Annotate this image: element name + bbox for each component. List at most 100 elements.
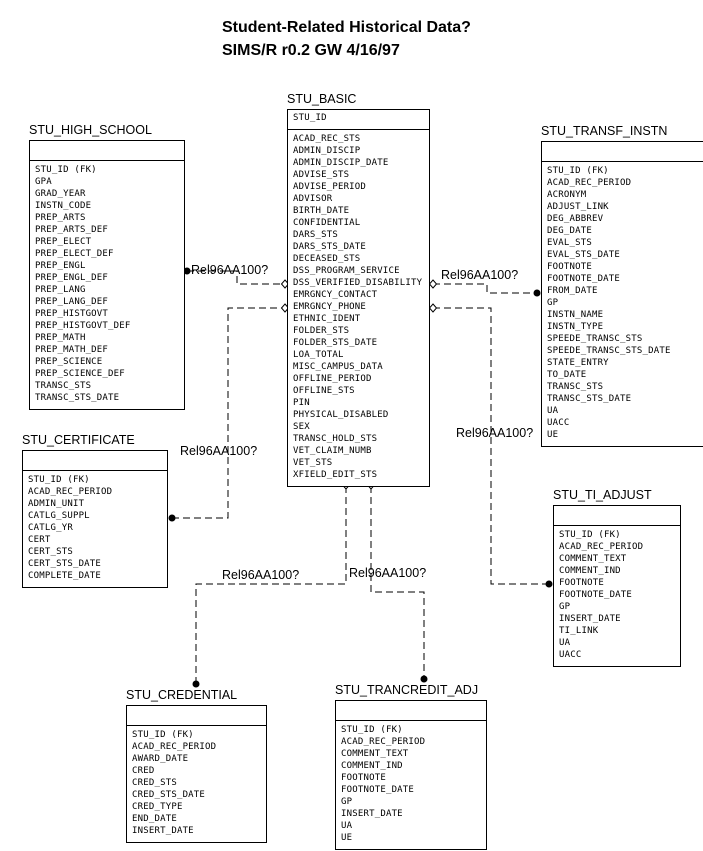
- attribute: CRED: [132, 766, 155, 776]
- attribute: FOOTNOTE: [559, 578, 604, 588]
- attribute: PHYSICAL_DISABLED: [293, 410, 389, 420]
- attribute: CATLG_SUPPL: [28, 511, 90, 521]
- attribute: CERT_STS_DATE: [28, 559, 102, 569]
- attribute: GP: [547, 298, 559, 308]
- attribute: STU_ID (FK): [28, 475, 90, 485]
- attribute: UA: [341, 821, 353, 831]
- entity-name: STU_CERTIFICATE: [22, 433, 135, 447]
- attribute: COMMENT_TEXT: [559, 554, 627, 564]
- primary-key: STU_ID: [293, 113, 327, 123]
- attribute: MISC_CAMPUS_DATA: [293, 362, 383, 372]
- attribute: PREP_SCIENCE_DEF: [35, 369, 125, 379]
- attribute: CRED_TYPE: [132, 802, 183, 812]
- attribute: ADVISE_STS: [293, 170, 350, 180]
- attribute: SPEEDE_TRANSC_STS_DATE: [547, 346, 671, 356]
- attribute: ACAD_REC_PERIOD: [559, 542, 644, 552]
- attribute: ETHNIC_IDENT: [293, 314, 361, 324]
- optional-diamond: [428, 279, 438, 289]
- attribute: LOA_TOTAL: [293, 350, 344, 360]
- attribute: GPA: [35, 177, 52, 187]
- attribute: VET_CLAIM_NUMB: [293, 446, 372, 456]
- attribute: OFFLINE_PERIOD: [293, 374, 372, 384]
- attribute: PREP_HISTGOVT: [35, 309, 109, 319]
- attribute: CATLG_YR: [28, 523, 73, 533]
- attribute: PREP_HISTGOVT_DEF: [35, 321, 131, 331]
- attribute: PREP_ENGL_DEF: [35, 273, 109, 283]
- attribute: FOOTNOTE_DATE: [547, 274, 621, 284]
- attribute: GP: [341, 797, 353, 807]
- attribute: ACAD_REC_PERIOD: [341, 737, 426, 747]
- attribute: FOLDER_STS: [293, 326, 350, 336]
- attribute: FOOTNOTE: [547, 262, 592, 272]
- diagram-title: Student-Related Historical Data?: [222, 19, 471, 36]
- entity-key-section: [554, 506, 680, 526]
- attribute: TRANSC_STS_DATE: [547, 394, 632, 404]
- attribute: ACAD_REC_PERIOD: [132, 742, 217, 752]
- relationship-label: Rel96AA100?: [456, 426, 534, 440]
- attribute: SPEEDE_TRANSC_STS: [547, 334, 643, 344]
- attribute: ADMIN_UNIT: [28, 499, 85, 509]
- attribute: DSS_VERIFIED_DISABILITY: [293, 278, 423, 288]
- attribute: CRED_STS: [132, 778, 177, 788]
- relationship-label: Rel96AA100?: [441, 268, 519, 282]
- entity-box: STU_ID (FK) ACAD_REC_PERIOD COMMENT_TEXT CO…: [553, 505, 681, 667]
- attribute: FOOTNOTE_DATE: [341, 785, 415, 795]
- attribute: DEG_DATE: [547, 226, 592, 236]
- entity-key-section: STU_ID: [288, 110, 429, 130]
- attribute: TRANSC_HOLD_STS: [293, 434, 378, 444]
- attribute: ACAD_REC_STS: [293, 134, 361, 144]
- attribute: STU_ID (FK): [341, 725, 403, 735]
- attribute: GRAD_YEAR: [35, 189, 86, 199]
- attribute: COMMENT_IND: [559, 566, 621, 576]
- attribute: PREP_ENGL: [35, 261, 86, 271]
- attribute: TRANSC_STS_DATE: [35, 393, 120, 403]
- attribute: COMMENT_IND: [341, 761, 403, 771]
- entity-key-section: [542, 142, 703, 162]
- attribute: DECEASED_STS: [293, 254, 361, 264]
- attribute: TO_DATE: [547, 370, 587, 380]
- attribute: UA: [559, 638, 571, 648]
- attribute: CRED_STS_DATE: [132, 790, 206, 800]
- attribute-list: STU_ID (FK) ACAD_REC_PERIOD COMMENT_TEXT CO…: [336, 721, 486, 844]
- attribute: COMPLETE_DATE: [28, 571, 102, 581]
- entity-key-section: [30, 141, 184, 161]
- attribute: STU_ID (FK): [132, 730, 194, 740]
- attribute: EMRGNCY_PHONE: [293, 302, 367, 312]
- attribute: STU_ID (FK): [559, 530, 621, 540]
- entity-name: STU_HIGH_SCHOOL: [29, 123, 152, 137]
- attribute: ACAD_REC_PERIOD: [547, 178, 632, 188]
- diagram-subtitle: SIMS/R r0.2 GW 4/16/97: [222, 42, 400, 59]
- attribute: PREP_MATH: [35, 333, 86, 343]
- attribute: FOOTNOTE_DATE: [559, 590, 633, 600]
- relationship-line: [195, 486, 347, 684]
- attribute: DARS_STS: [293, 230, 338, 240]
- attribute: FOLDER_STS_DATE: [293, 338, 378, 348]
- attribute: COMMENT_TEXT: [341, 749, 409, 759]
- attribute: UE: [341, 833, 353, 843]
- relationship-line: [187, 270, 284, 285]
- relationship-line: [370, 486, 425, 679]
- attribute: INSTN_CODE: [35, 201, 92, 211]
- attribute: PREP_LANG_DEF: [35, 297, 109, 307]
- attribute: DARS_STS_DATE: [293, 242, 367, 252]
- entity-name: STU_BASIC: [287, 92, 357, 106]
- attribute: INSERT_DATE: [132, 826, 194, 836]
- relationship-label: Rel96AA100?: [191, 263, 269, 277]
- attribute: END_DATE: [132, 814, 177, 824]
- attribute: CONFIDENTIAL: [293, 218, 361, 228]
- cardinality-dot: [545, 580, 553, 588]
- attribute: TI_LINK: [559, 626, 599, 636]
- cardinality-dot: [533, 289, 541, 297]
- attribute: XFIELD_EDIT_STS: [293, 470, 378, 480]
- attribute: ADMIN_DISCIP_DATE: [293, 158, 389, 168]
- entity-key-section: [127, 706, 266, 726]
- attribute: UACC: [547, 418, 570, 428]
- cardinality-dot: [420, 675, 428, 683]
